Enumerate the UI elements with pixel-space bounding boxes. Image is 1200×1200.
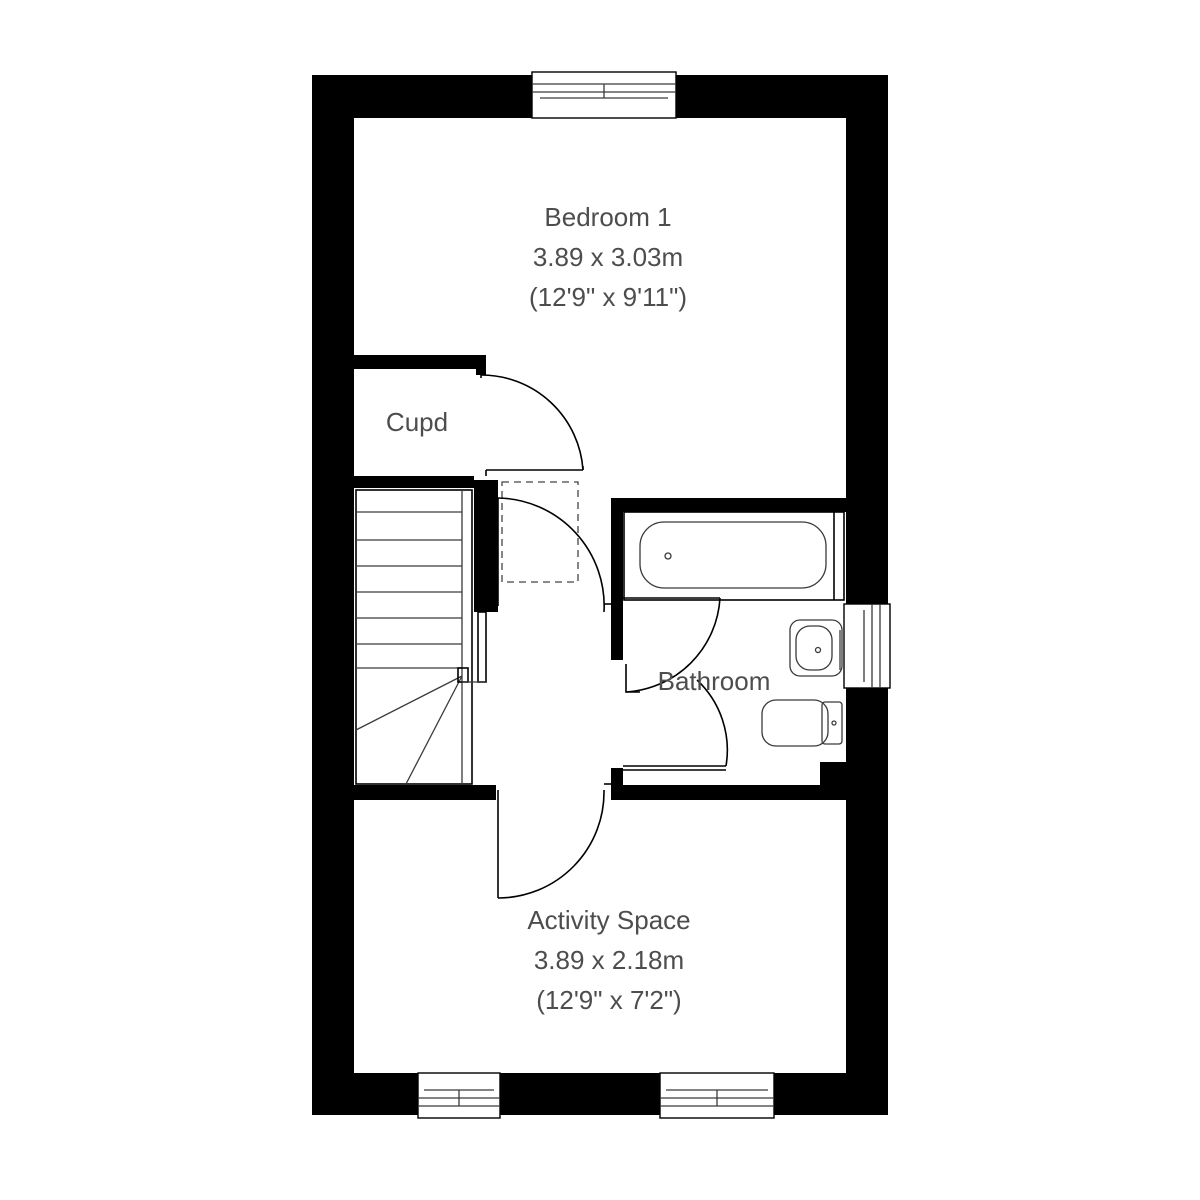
window-bottom-left	[417, 1072, 501, 1119]
label-cupd: Cupd	[386, 407, 448, 437]
window-right-bathroom	[843, 603, 891, 689]
label-bathroom: Bathroom	[658, 666, 771, 696]
bathtub	[623, 511, 845, 601]
room-name: Bedroom 1	[544, 202, 671, 232]
cupboard-door	[480, 374, 584, 471]
window-bottom-right	[659, 1072, 775, 1119]
room-name: Cupd	[386, 407, 448, 437]
room-imperial: (12'9" x 9'11")	[529, 282, 687, 312]
bedroom-door	[497, 497, 611, 613]
washbasin	[789, 619, 843, 677]
bathroom-door	[623, 597, 729, 771]
loft-hatch	[501, 481, 579, 583]
room-imperial: (12'9" x 7'2")	[536, 985, 681, 1015]
room-metric: 3.89 x 3.03m	[533, 242, 683, 272]
staircase	[355, 489, 487, 785]
room-name: Activity Space	[527, 905, 690, 935]
window-top	[531, 71, 677, 119]
room-metric: 3.89 x 2.18m	[534, 945, 684, 975]
label-bedroom-1: Bedroom 1 3.89 x 3.03m (12'9" x 9'11")	[529, 202, 687, 312]
room-name: Bathroom	[658, 666, 771, 696]
toilet	[761, 699, 843, 747]
label-activity-space: Activity Space 3.89 x 2.18m (12'9" x 7'2…	[527, 905, 690, 1015]
interior-walls	[354, 355, 888, 800]
activity-door	[497, 783, 611, 899]
